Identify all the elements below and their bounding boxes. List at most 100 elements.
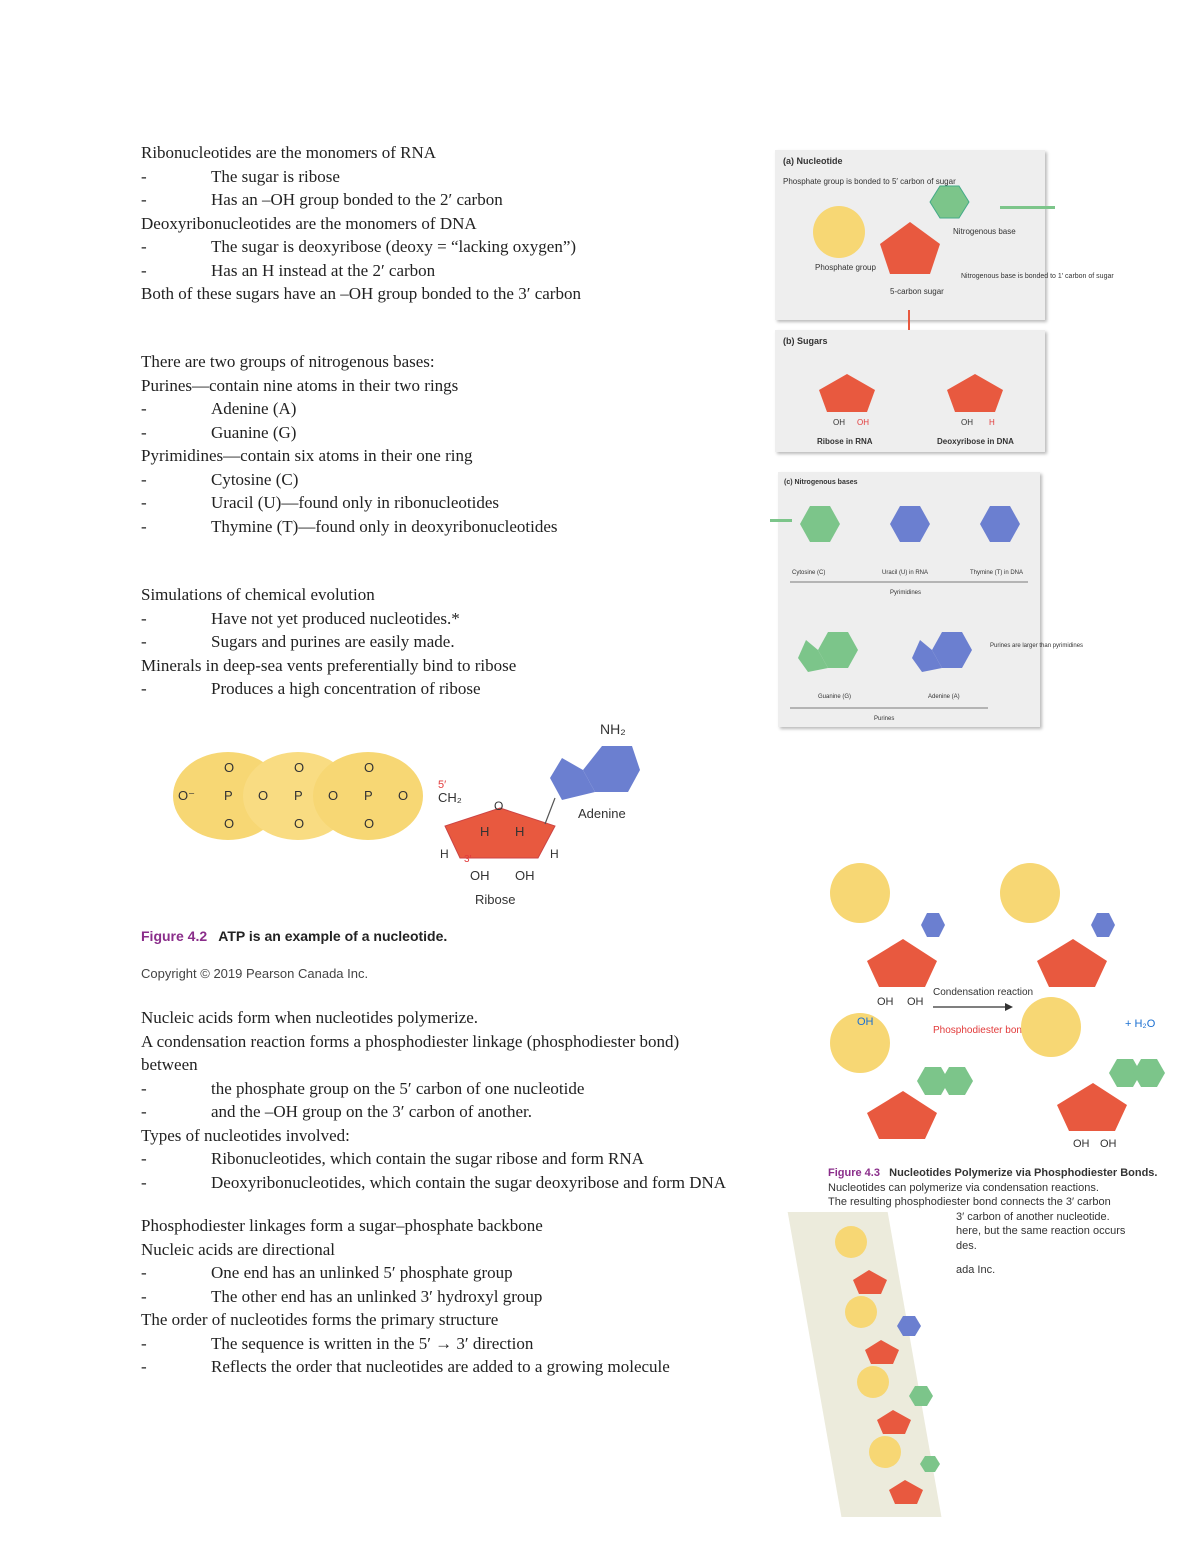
phosphodiester-label: Phosphodiester bond (933, 1025, 1028, 1036)
oh-label: OH (1100, 1138, 1117, 1150)
h-label: H (515, 824, 524, 839)
oh-red-label: OH (857, 418, 869, 427)
panel-a-title: (a) Nucleotide (783, 156, 843, 166)
caption-line: Nucleotides can polymerize via condensat… (828, 1181, 1099, 1194)
o-label: O (224, 816, 234, 831)
oh-label: OH (907, 996, 924, 1008)
caption-line: The resulting phosphodiester bond connec… (828, 1196, 1111, 1208)
bullet-text: One end has an unlinked 5′ phosphate gro… (211, 1263, 513, 1282)
text-line: Types of nucleotides involved: (141, 1125, 350, 1145)
purines-label: Purines (874, 716, 894, 722)
phosphate-circle (830, 1013, 890, 1073)
bullet-text: Thymine (T)—found only in deoxyribonucle… (211, 516, 558, 536)
figure-title: Nucleotides Polymerize via Phosphodieste… (889, 1167, 1158, 1179)
phosphate-circle (869, 1436, 901, 1468)
bullet-text: Sugars and purines are easily made. (211, 632, 455, 651)
pyrimidine-hexagon (941, 1067, 973, 1095)
text-line: There are two groups of nitrogenous base… (141, 352, 435, 371)
bullet-text: Cytosine (C) (211, 469, 299, 489)
bullet-text: The sequence is written in the 5′ → 3′ d… (211, 1333, 534, 1353)
adenine-ring-5 (912, 640, 942, 672)
phosphate-circle (845, 1296, 877, 1328)
adenine-ring (583, 746, 640, 792)
o-label: O (258, 788, 268, 803)
bullet-item: The sequence is written in the 5′ → 3′ d… (141, 1332, 670, 1356)
guanine-label: Guanine (G) (818, 694, 851, 700)
oh-label: OH (515, 868, 535, 883)
text-line: Both of these sugars have an –OH group b… (141, 284, 581, 303)
phosphate-note: Phosphate group is bonded to 5′ carbon o… (783, 177, 956, 186)
phosphate-circle (835, 1226, 867, 1258)
ribose-pentagon (819, 374, 875, 412)
backbone-strand-figure (785, 1212, 945, 1517)
figure-4-3-caption: Figure 4.3 Nucleotides Polymerize via Ph… (828, 1166, 1158, 1278)
sugar-pentagon (867, 939, 937, 987)
sugar-pentagon (853, 1270, 887, 1294)
adenine-ring (932, 632, 972, 668)
oh-label: OH (1073, 1138, 1090, 1150)
pyrimidine-hexagon (917, 1067, 949, 1095)
pyrimidine-hexagon (920, 1456, 940, 1472)
phosphate-circle (1000, 863, 1060, 923)
ch2-label: CH₂ (438, 790, 462, 805)
thymine-label: Thymine (T) in DNA (970, 570, 1023, 576)
text-line: A condensation reaction forms a phosphod… (141, 1031, 680, 1051)
phosphate-circle (830, 863, 890, 923)
sugar-pentagon (889, 1480, 923, 1504)
bullet-item: The other end has an unlinked 3′ hydroxy… (141, 1285, 670, 1309)
notes-block-4: Nucleic acids form when nucleotides poly… (141, 1006, 726, 1194)
bullet-text: The sugar is ribose (211, 166, 340, 186)
bullet-item: Ribonucleotides, which contain the sugar… (141, 1147, 726, 1171)
pyrimidine-hexagon (1133, 1059, 1165, 1087)
adenine-label: Adenine (A) (928, 694, 960, 700)
panel-a-nucleotide: (a) Nucleotide Phosphate group is bonded… (775, 150, 1114, 320)
text-line: Phosphodiester linkages form a sugar–pho… (141, 1216, 543, 1235)
sugar-pentagon (1037, 939, 1107, 987)
oh-label: OH (877, 996, 894, 1008)
caption-line: 3′ carbon of another nucleotide. (956, 1210, 1110, 1223)
panel-b-sugars: (b) Sugars OH OH Ribose in RNA OH H Deox… (775, 330, 1045, 452)
bullet-item: Reflects the order that nucleotides are … (141, 1355, 670, 1379)
pyrimidines-label: Pyrimidines (890, 590, 921, 596)
figure-number: Figure 4.3 (828, 1167, 880, 1179)
o-label: O (224, 760, 234, 775)
bullet-text: Have not yet produced nucleotides.* (211, 608, 460, 628)
sugar-pentagon (877, 1410, 911, 1434)
caption-line: here, but the same reaction occurs (956, 1225, 1126, 1237)
text-line: Nucleic acids are directional (141, 1239, 335, 1259)
o-label: O (328, 788, 338, 803)
bullet-text: The other end has an unlinked 3′ hydroxy… (211, 1286, 543, 1306)
panel-c-title: (c) Nitrogenous bases (784, 479, 858, 486)
phosphate-circle (313, 752, 423, 840)
p-label: P (364, 788, 373, 803)
bullet-item: Thymine (T)—found only in deoxyribonucle… (141, 515, 558, 539)
red-arrow (908, 310, 910, 340)
text-line: Nucleic acids form when nucleotides poly… (141, 1008, 479, 1027)
cytosine-ring (800, 506, 840, 542)
phosphate-circle (813, 206, 865, 258)
adenine-ring-5 (550, 758, 595, 800)
caption-heading: Figure 4.3 Nucleotides Polymerize via Ph… (828, 1166, 1158, 1181)
phosphate-label: Phosphate group (815, 263, 876, 272)
bullet-text: Deoxyribonucleotides, which contain the … (211, 1172, 727, 1192)
text-line: Purines—contain nine atoms in their two … (141, 375, 459, 395)
bullet-item: the phosphate group on the 5′ carbon of … (141, 1077, 726, 1101)
figure-4-2-caption: Figure 4.2 ATP is an example of a nucleo… (141, 928, 447, 944)
bullet-item: Have not yet produced nucleotides.* (141, 607, 516, 631)
bullet-text: and the –OH group on the 3′ carbon of an… (211, 1102, 532, 1121)
condensation-label: Condensation reaction (933, 987, 1033, 998)
caption-line: ada Inc. (956, 1264, 996, 1276)
bullet-item: Uracil (U)—found only in ribonucleotides (141, 491, 558, 515)
notes-block-5: Phosphodiester linkages form a sugar–pho… (141, 1214, 670, 1379)
oh-blue-label: OH (857, 1016, 874, 1028)
purine-hexagon (897, 1316, 921, 1336)
copyright: Copyright © 2019 Pearson Canada Inc. (141, 966, 369, 981)
sugar-pentagon (880, 222, 940, 274)
text-line: Simulations of chemical evolution (141, 585, 375, 604)
h-label: H (550, 847, 559, 861)
bullet-item: Produces a high concentration of ribose (141, 677, 516, 701)
o-minus-label: O⁻ (178, 788, 195, 803)
nh2-label: NH₂ (600, 721, 626, 737)
text-line: between (141, 1055, 198, 1074)
uracil-label: Uracil (U) in RNA (882, 570, 928, 576)
